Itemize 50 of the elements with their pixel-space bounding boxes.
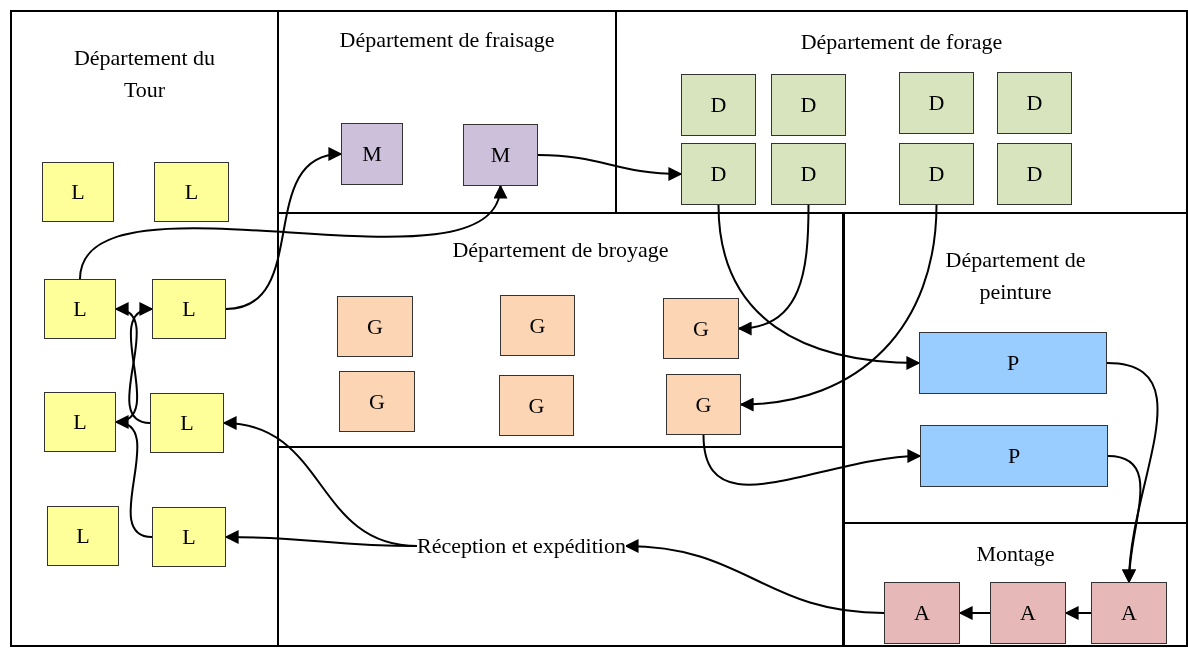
- department-title: Département de peinture: [944, 246, 1087, 306]
- machine-box: A: [1091, 582, 1167, 644]
- machine-box: G: [337, 296, 413, 357]
- flow-arrow: [537, 154, 683, 181]
- machine-box: D: [997, 143, 1072, 205]
- machine-box: L: [152, 507, 226, 567]
- flow-arrow: [717, 204, 921, 370]
- machine-box: D: [899, 143, 974, 205]
- machine-box: L: [150, 393, 224, 453]
- flow-arrow: [737, 204, 810, 335]
- department-title: Montage: [975, 540, 1056, 568]
- flow-arrow: [225, 149, 343, 310]
- department-title: Département de broyage: [451, 236, 670, 264]
- flow-arrow: [1064, 606, 1092, 620]
- machine-box: L: [47, 506, 119, 566]
- machine-box: D: [771, 74, 846, 136]
- machine-box: G: [500, 295, 575, 356]
- machine-box: D: [997, 72, 1072, 134]
- machine-box: L: [42, 162, 114, 222]
- machine-box: A: [884, 582, 960, 644]
- machine-box: G: [663, 298, 739, 359]
- flow-arrow: [624, 539, 885, 614]
- flow-arrow: [958, 606, 991, 620]
- machine-box: P: [920, 425, 1108, 487]
- machine-box: D: [681, 143, 756, 205]
- department-title: Département du Tour: [72, 44, 217, 104]
- machine-box: L: [44, 279, 116, 339]
- machine-box: G: [666, 374, 741, 435]
- department-area: [10, 10, 279, 647]
- machine-box: G: [499, 375, 574, 436]
- machine-box: A: [990, 582, 1066, 644]
- machine-box: L: [152, 279, 226, 339]
- department-area: [615, 10, 1188, 214]
- flow-arrow: [739, 204, 938, 411]
- department-title: Département de forage: [799, 28, 1004, 56]
- department-area: [843, 522, 1188, 647]
- machine-box: P: [919, 332, 1107, 394]
- machine-box: D: [771, 143, 846, 205]
- flow-arrow: [222, 417, 418, 547]
- machine-box: L: [154, 162, 229, 222]
- machine-box: L: [44, 392, 116, 452]
- machine-box: M: [463, 124, 538, 186]
- department-title: Département de fraisage: [338, 26, 556, 54]
- department-area: [843, 212, 1188, 524]
- machine-box: M: [341, 123, 403, 185]
- flow-arrow: [702, 434, 922, 486]
- machine-box: D: [681, 74, 756, 136]
- flow-arrow: [1107, 455, 1142, 584]
- machine-box: D: [899, 72, 974, 134]
- machine-box: G: [339, 371, 415, 432]
